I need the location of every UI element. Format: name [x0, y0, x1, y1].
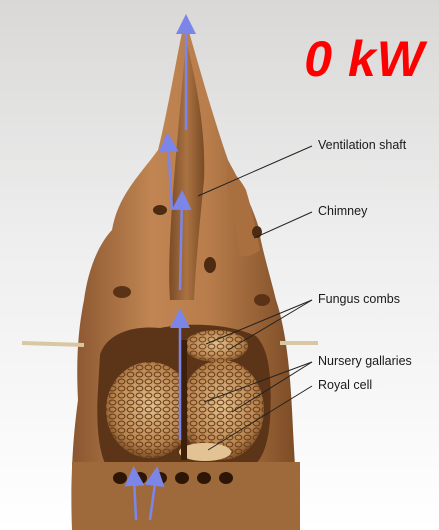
label-fungus-combs: Fungus combs	[318, 293, 400, 306]
label-ventilation-shaft: Ventilation shaft	[318, 139, 406, 152]
label-chimney: Chimney	[318, 205, 367, 218]
power-readout: 0 kW	[304, 34, 425, 84]
label-nursery-galleries: Nursery gallaries	[318, 355, 412, 368]
mound-base	[72, 462, 300, 530]
label-royal-cell: Royal cell	[318, 379, 372, 392]
